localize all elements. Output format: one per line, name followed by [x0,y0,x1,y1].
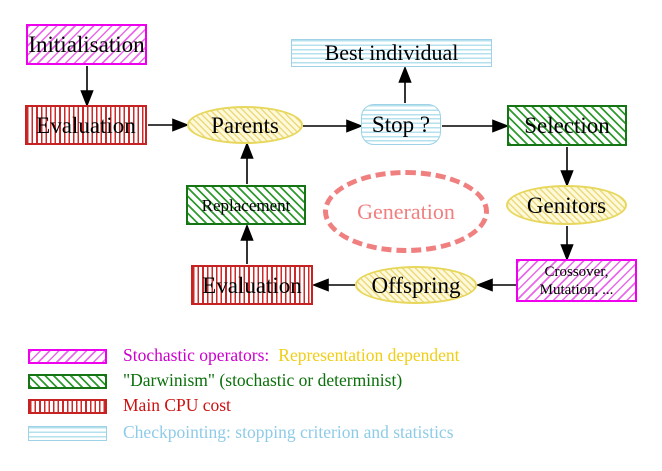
parents-label: Parents [211,112,279,138]
legend-representation-label: Representation dependent [278,345,460,366]
crossover-mutation-box: Crossover, Mutation, ... [516,259,637,302]
magenta-hatch-swatch-icon [28,348,107,364]
arrow-initialisation-to-evaluation [80,66,94,108]
best-individual-box: Best individual [291,39,492,67]
evaluation-top-box: Evaluation [25,105,147,145]
arrow-stop-to-selection [442,119,510,133]
stop-box: Stop ? [361,104,441,145]
initialisation-box: Initialisation [26,24,147,65]
arrow-genitors-to-crossover [560,226,574,262]
generation-label: Generation [357,198,455,224]
arrow-evaluation-to-parents [148,118,190,132]
green-hatch-swatch-icon [28,373,107,389]
evaluation-bottom-box: Evaluation [191,265,313,305]
legend-row-darwinism: "Darwinism" (stochastic or determinist) [28,372,402,390]
offspring-label: Offspring [371,272,461,298]
generation-label-wrap: Generation [323,170,489,253]
arrow-replacement-to-parents [240,141,254,184]
genitors-ellipse: Genitors [506,185,627,225]
genitors-label: Genitors [526,192,607,218]
initialisation-label: Initialisation [28,32,145,57]
stop-label: Stop ? [371,112,431,137]
arrow-offspring-to-evaluation [311,278,355,292]
arrow-parents-to-stop [303,119,364,133]
selection-box: Selection [507,105,627,146]
legend-row-checkpointing: Checkpointing: stopping criterion and st… [28,424,454,442]
legend-row-cpu-cost: Main CPU cost [28,397,231,415]
parents-ellipse: Parents [187,106,303,144]
replacement-box: Replacement [186,185,306,225]
arrow-stop-to-best-individual [398,65,412,103]
cyan-stripe-swatch-icon [28,425,107,441]
offspring-ellipse: Offspring [355,266,477,304]
legend-checkpointing-label: Checkpointing: stopping criterion and st… [123,422,454,443]
red-stripe-swatch-icon [28,398,107,414]
crossover-line2: Mutation, ... [539,281,614,298]
legend-row-stochastic: Stochastic operators: Representation dep… [28,347,460,365]
legend-cpu-cost-label: Main CPU cost [123,395,231,416]
generation-ellipse [323,170,489,253]
arrow-crossover-to-offspring [475,278,516,292]
arrow-selection-to-genitors [560,147,574,188]
selection-label: Selection [524,113,610,138]
legend-stochastic-label: Stochastic operators: [123,345,270,366]
legend-darwinism-label: "Darwinism" (stochastic or determinist) [123,370,403,391]
best-individual-label: Best individual [324,40,459,65]
crossover-line1: Crossover, [544,263,609,280]
replacement-label: Replacement [201,195,291,215]
evaluation-bottom-label: Evaluation [202,272,302,298]
arrow-evaluation-to-replacement [240,223,254,264]
evaluation-top-label: Evaluation [36,112,136,138]
